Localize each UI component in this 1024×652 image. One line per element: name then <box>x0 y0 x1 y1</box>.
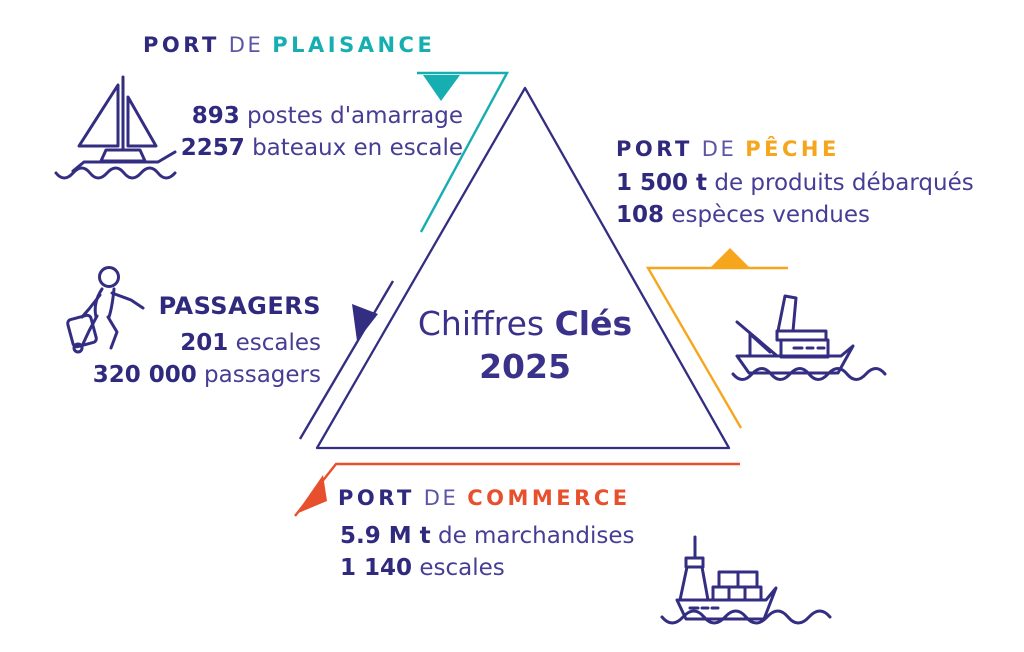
commerce-stat-label: escales <box>419 555 505 581</box>
plaisance-stat-label: bateaux en escale <box>252 135 463 161</box>
plaisance-marker-icon <box>423 75 460 101</box>
peche-stat-label: de produits débarqués <box>714 170 974 196</box>
passagers-block: PASSAGERS 201 escales 320 000 passagers <box>40 292 321 391</box>
center-title: Chiffres Clés 2025 <box>385 302 665 388</box>
cargo-ship-icon <box>660 535 832 625</box>
peche-stat-label: espèces vendues <box>671 202 870 228</box>
commerce-stat-row: 1 140 escales <box>340 552 634 584</box>
peche-stat-value: 1 500 t <box>616 170 708 196</box>
plaisance-stat-row: 893 postes d'amarrage <box>140 100 463 132</box>
passagers-stat-label: passagers <box>204 362 321 388</box>
peche-title: PORT DE PÊCHE <box>616 137 840 161</box>
commerce-title: PORT DE COMMERCE <box>338 486 631 510</box>
peche-stat-row: 108 espèces vendues <box>616 199 974 231</box>
peche-title-port: PORT <box>616 137 693 161</box>
plaisance-title: PORT DE PLAISANCE <box>143 33 435 57</box>
commerce-title-de: DE <box>423 486 459 510</box>
commerce-stat-label: de marchandises <box>437 523 635 549</box>
plaisance-title-name: PLAISANCE <box>272 33 436 57</box>
passagers-title: PASSAGERS <box>158 292 321 320</box>
commerce-stat-row: 5.9 M t de marchandises <box>340 520 634 552</box>
passagers-stat-row: 201 escales <box>40 327 321 359</box>
center-title-year: 2025 <box>479 347 571 386</box>
peche-connector <box>645 248 788 429</box>
plaisance-title-de: DE <box>228 33 264 57</box>
sailboat-icon <box>54 75 177 180</box>
commerce-title-port: PORT <box>338 486 415 510</box>
plaisance-stat-value: 2257 <box>180 135 245 161</box>
center-title-bold: Clés <box>554 304 633 343</box>
plaisance-stat-value: 893 <box>191 103 240 129</box>
plaisance-stat-label: postes d'amarrage <box>247 103 463 129</box>
commerce-stat-value: 5.9 M t <box>340 523 431 549</box>
peche-stats: 1 500 t de produits débarqués 108 espèce… <box>616 167 974 231</box>
passagers-stat-value: 201 <box>180 330 229 356</box>
passagers-stats: 201 escales 320 000 passagers <box>40 327 321 391</box>
peche-title-de: DE <box>701 137 737 161</box>
peche-title-name: PÊCHE <box>745 137 840 161</box>
passagers-connector <box>298 280 395 440</box>
passagers-stat-value: 320 000 <box>92 362 197 388</box>
passenger-luggage-icon <box>66 266 145 354</box>
peche-stat-row: 1 500 t de produits débarqués <box>616 167 974 199</box>
center-title-line1: Chiffres Clés <box>385 302 665 345</box>
commerce-stat-value: 1 140 <box>340 555 413 581</box>
plaisance-stats: 893 postes d'amarrage 2257 bateaux en es… <box>140 100 463 164</box>
passagers-stat-row: 320 000 passagers <box>40 359 321 391</box>
commerce-stats: 5.9 M t de marchandises 1 140 escales <box>340 520 634 584</box>
main-triangle <box>315 86 731 450</box>
plaisance-title-port: PORT <box>143 33 220 57</box>
commerce-title-name: COMMERCE <box>467 486 631 510</box>
fishing-trawler-icon <box>731 294 887 381</box>
commerce-marker-icon <box>296 475 327 514</box>
plaisance-connector <box>417 71 510 233</box>
passagers-stat-label: escales <box>235 330 321 356</box>
peche-marker-icon <box>711 248 749 267</box>
passagers-marker-icon <box>352 304 378 341</box>
center-title-regular: Chiffres <box>417 304 545 343</box>
plaisance-stat-row: 2257 bateaux en escale <box>140 132 463 164</box>
peche-stat-value: 108 <box>616 202 665 228</box>
commerce-connector <box>294 462 740 517</box>
